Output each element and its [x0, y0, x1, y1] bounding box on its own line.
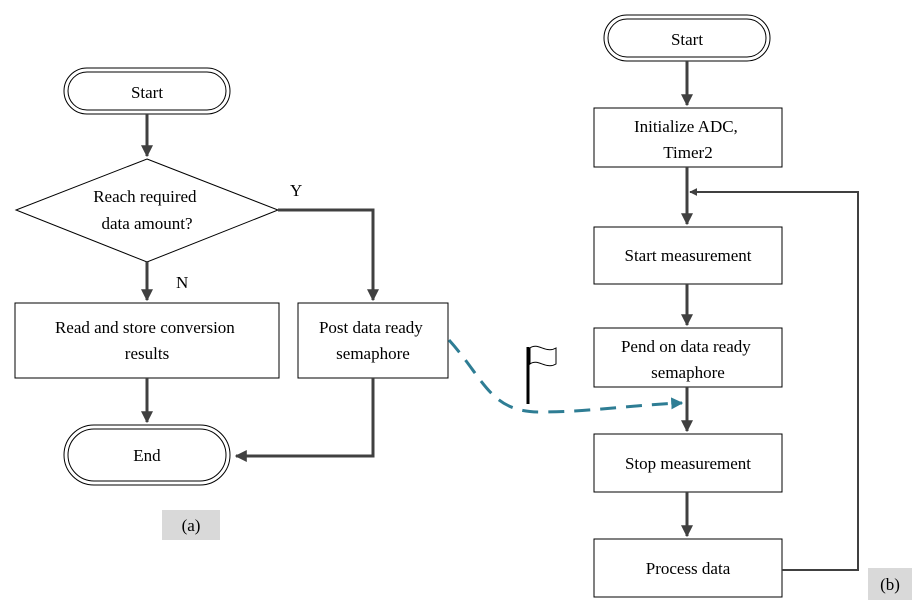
- panel-a-decision-node: Reach required data amount?: [14, 158, 280, 263]
- arrow-a-post-end: [234, 378, 375, 462]
- svg-text:(a): (a): [182, 516, 201, 535]
- panel-b: Start Initialize ADC, Timer2 Start measu…: [593, 14, 912, 600]
- caption-a: (a): [162, 510, 220, 540]
- post-semaphore-node: Post data ready semaphore: [297, 302, 449, 379]
- caption-b: (b): [868, 568, 912, 600]
- arrow-b-loop-back: [689, 188, 859, 571]
- svg-text:(b): (b): [880, 575, 900, 594]
- stop-measurement-label: Stop measurement: [625, 454, 751, 473]
- start-measurement-node: Start measurement: [593, 226, 783, 285]
- post-semaphore-label: Post data ready semaphore: [319, 318, 427, 363]
- panel-a-start-node: Start: [63, 67, 231, 115]
- yes-label: Y: [290, 181, 302, 200]
- read-store-label: Read and store conversion results: [55, 318, 239, 363]
- pend-node: Pend on data ready semaphore: [593, 327, 783, 388]
- init-label: Initialize ADC, Timer2: [634, 117, 742, 162]
- panel-a-end-node: End: [63, 424, 231, 486]
- dashed-signal-arrow: [447, 338, 684, 414]
- semaphore-signal: [447, 338, 684, 414]
- read-store-node: Read and store conversion results: [14, 302, 280, 379]
- arrow-a-yes-branch: [278, 208, 379, 302]
- panel-b-start-node: Start: [603, 14, 771, 62]
- process-data-node: Process data: [593, 538, 783, 598]
- panel-a-start-label: Start: [131, 83, 163, 102]
- init-node: Initialize ADC, Timer2: [593, 107, 783, 168]
- no-label: N: [176, 273, 188, 292]
- flag-icon: [526, 345, 557, 404]
- process-data-label: Process data: [646, 559, 731, 578]
- start-measurement-label: Start measurement: [625, 246, 752, 265]
- panel-a-end-label: End: [133, 446, 161, 465]
- panel-a: Start Reach required data amount? N Y Re…: [14, 67, 449, 540]
- panel-b-start-label: Start: [671, 30, 703, 49]
- stop-measurement-node: Stop measurement: [593, 433, 783, 493]
- pend-label: Pend on data ready semaphore: [621, 337, 755, 382]
- panel-a-decision-label: Reach required data amount?: [93, 187, 201, 233]
